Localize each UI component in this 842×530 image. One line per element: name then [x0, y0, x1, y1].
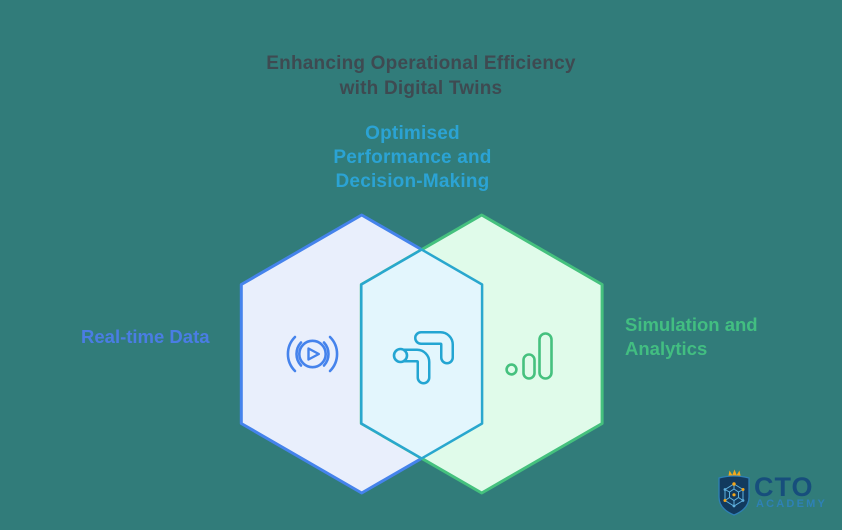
overlap-label-line1: Optimised — [365, 123, 460, 144]
bar-chart-icon — [505, 332, 553, 380]
logo-title-text: CTO — [754, 472, 814, 502]
left-hexagon-label: Real-time Data — [81, 326, 210, 347]
diagram-title-line1: Enhancing Operational Efficiency — [266, 53, 576, 74]
overlap-label-line3: Decision-Making — [335, 171, 490, 192]
live-stream-icon — [286, 335, 339, 373]
logo-subtitle-text: ACADEMY — [756, 498, 828, 510]
shield-logo-icon — [718, 469, 750, 516]
diagram-title-line2: with Digital Twins — [339, 78, 503, 99]
right-label-line1: Simulation and — [625, 314, 758, 335]
diagram-title: Enhancing Operational Efficiency with Di… — [0, 51, 842, 101]
right-label-line2: Analytics — [625, 337, 708, 359]
right-hexagon-label: Simulation and Analytics — [625, 313, 758, 360]
overlap-label-line2: Performance and — [333, 147, 492, 168]
cto-academy-logo: CTO ACADEMY — [714, 466, 832, 522]
workflow-arrows-icon — [392, 331, 454, 385]
overlap-region-label: Optimised Performance and Decision-Makin… — [0, 122, 825, 194]
